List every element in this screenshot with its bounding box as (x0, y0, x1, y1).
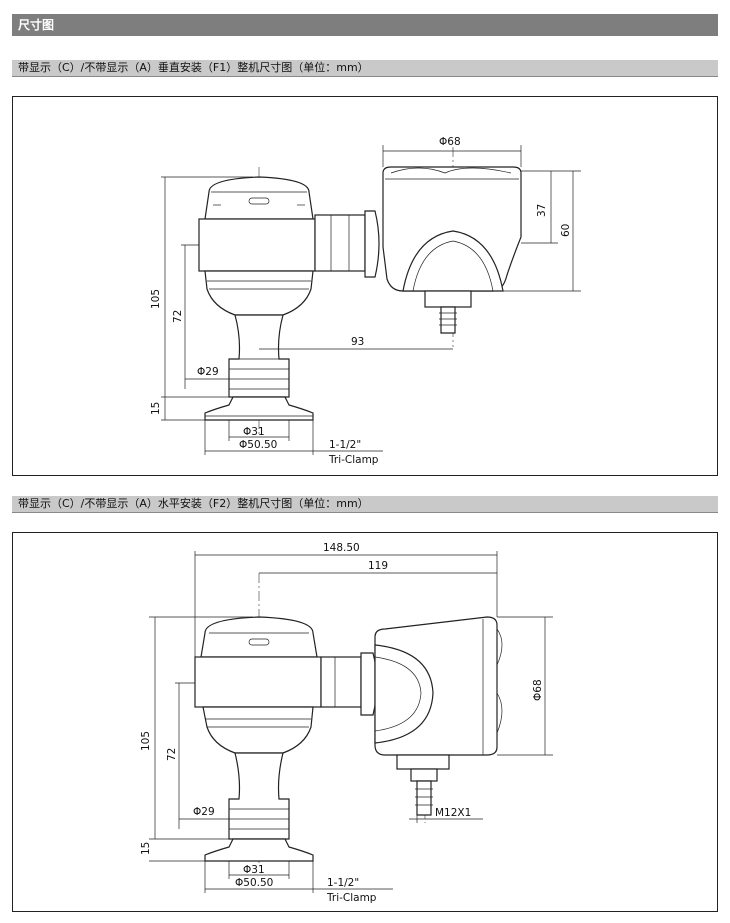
dim-d68: Φ68 (532, 679, 544, 701)
neck-flange (364, 210, 380, 278)
dim-d68: Φ68 (439, 136, 461, 148)
sensor-band (194, 656, 322, 708)
diagram1-frame: Φ68 37 60 105 15 72 93 Φ29 Φ31 (12, 96, 718, 476)
housing-side-detail (496, 692, 503, 734)
dim-d105: 105 (140, 731, 152, 751)
m12-plug (416, 780, 432, 816)
window-arch-inner (412, 240, 494, 292)
dim-d29: Φ29 (197, 366, 219, 378)
sensor-stem (228, 314, 290, 398)
cap-slot (248, 197, 270, 205)
neck (314, 214, 366, 272)
clamp-type: Tri-Clamp (328, 454, 379, 466)
diagram1-drawing: Φ68 37 60 105 15 72 93 Φ29 Φ31 (150, 136, 581, 466)
m12-base (396, 754, 450, 770)
dim-d31: Φ31 (243, 426, 265, 438)
tri-clamp-flange (204, 838, 314, 862)
dim-m12: M12X1 (435, 807, 471, 819)
dim-d5050: Φ50.50 (235, 877, 273, 889)
window-arch (402, 230, 504, 292)
dim-d37: 37 (536, 204, 548, 217)
sensor-stem (228, 752, 290, 840)
window-arch-inner (374, 656, 422, 732)
dim-d105: 105 (150, 289, 162, 309)
diagram1-heading: 带显示（C）/不带显示（A）垂直安装（F1）整机尺寸图（单位：mm） (12, 60, 718, 77)
clamp-size: 1-1/2" (329, 439, 361, 451)
dim-d119: 119 (368, 560, 388, 572)
housing-side-detail (496, 628, 503, 666)
dim-d72: 72 (172, 310, 184, 323)
dim-d31: Φ31 (243, 864, 265, 876)
sensor-lower (204, 270, 314, 316)
housing-top-detail (390, 167, 512, 174)
dim-d60: 60 (560, 224, 572, 237)
dim-d14850: 148.50 (323, 542, 360, 554)
clamp-size: 1-1/2" (327, 877, 359, 889)
cap-slot (248, 638, 270, 646)
dim-d15: 15 (150, 402, 162, 415)
m12-base (424, 290, 472, 308)
clamp-type: Tri-Clamp (326, 892, 377, 904)
section-title: 尺寸图 (12, 14, 718, 36)
diagram2-heading: 带显示（C）/不带显示（A）水平安装（F2）整机尺寸图（单位：mm） (12, 496, 718, 513)
sensor-band (198, 218, 316, 272)
sensor-cap (200, 616, 318, 658)
dim-d29: Φ29 (193, 806, 215, 818)
dim-d72: 72 (166, 748, 178, 761)
sensor-lower (202, 706, 314, 754)
dim-d93: 93 (351, 336, 364, 348)
diagram2-frame: 148.50 119 Φ68 105 15 72 Φ29 M12X1 Φ31 (12, 532, 718, 912)
diagram2-drawing: 148.50 119 Φ68 105 15 72 Φ29 M12X1 Φ31 (140, 542, 553, 904)
m12-nut (410, 768, 438, 782)
m12-plug (440, 306, 456, 334)
neck (320, 656, 362, 708)
dim-d5050: Φ50.50 (239, 439, 277, 451)
dim-d15: 15 (140, 842, 152, 855)
window-arch (374, 644, 434, 744)
tri-clamp-flange (204, 396, 314, 421)
